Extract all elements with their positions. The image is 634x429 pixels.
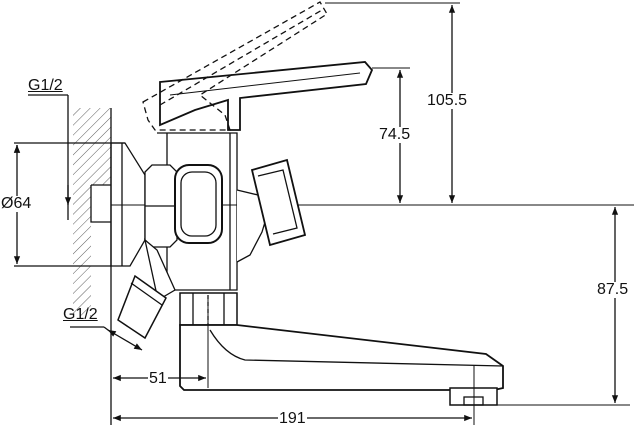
reach-label: 191: [278, 410, 307, 427]
spout-height-label: 87.5: [596, 281, 630, 298]
wall-section: [73, 108, 112, 425]
lever-raised-outline: [142, 1, 328, 131]
thread-leader-top: [28, 94, 72, 220]
diverter-knob: [236, 158, 307, 263]
spout: [179, 292, 504, 406]
mixer-body: [144, 132, 238, 291]
spout-height-dimension: [497, 206, 630, 406]
thread-label-bottom: G1/2: [63, 306, 98, 323]
inlet-offset-label: 51: [148, 370, 168, 387]
lever-height-high-label: 105.5: [426, 92, 469, 109]
diameter-label: Ø64: [0, 195, 33, 212]
lever-handle: [159, 61, 374, 131]
angled-inlet: [70, 238, 176, 351]
lever-height-low-label: 74.5: [378, 126, 412, 143]
thread-label-top: G1/2: [28, 77, 63, 94]
